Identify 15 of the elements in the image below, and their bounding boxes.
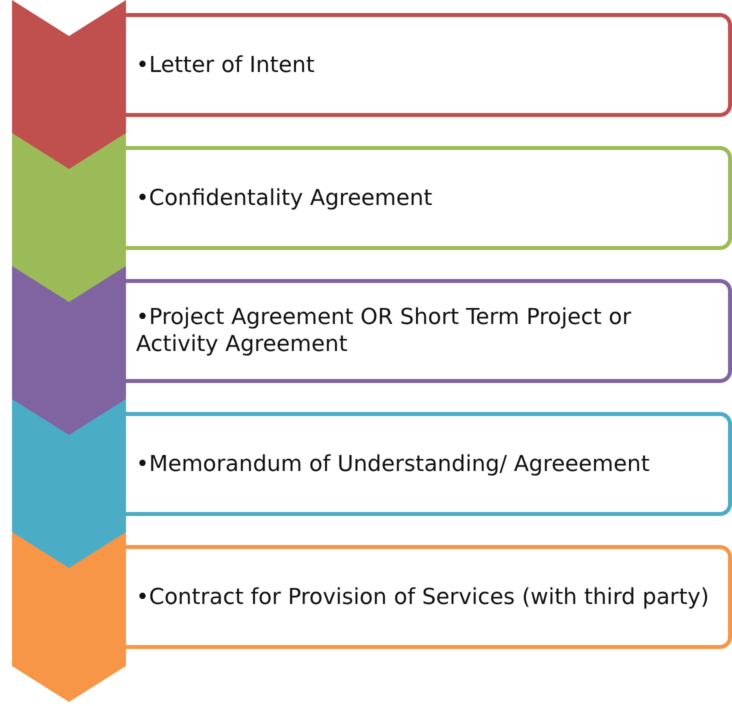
- step-text: •Confidentality Agreement: [136, 184, 432, 212]
- step-text: •Contract for Provision of Services (with third party): [136, 584, 710, 610]
- chevron-shape: [12, 0, 126, 170]
- step-box: [126, 545, 732, 649]
- step-box: [126, 279, 732, 383]
- step-text: •Letter of Intent: [136, 52, 315, 78]
- chevron-shape: [12, 266, 126, 436]
- step-text: •Memorandum of Understanding/ Agreeement: [136, 450, 650, 478]
- step-box: [126, 412, 732, 516]
- step-box: [126, 13, 732, 117]
- step-box: [126, 146, 732, 250]
- chevron-shape: [12, 399, 126, 569]
- chevron-shape: [12, 133, 126, 303]
- chevron-shape: [12, 532, 126, 702]
- step-text: •Project Agreement OR Short Term Project or Activity Agreement: [136, 304, 632, 358]
